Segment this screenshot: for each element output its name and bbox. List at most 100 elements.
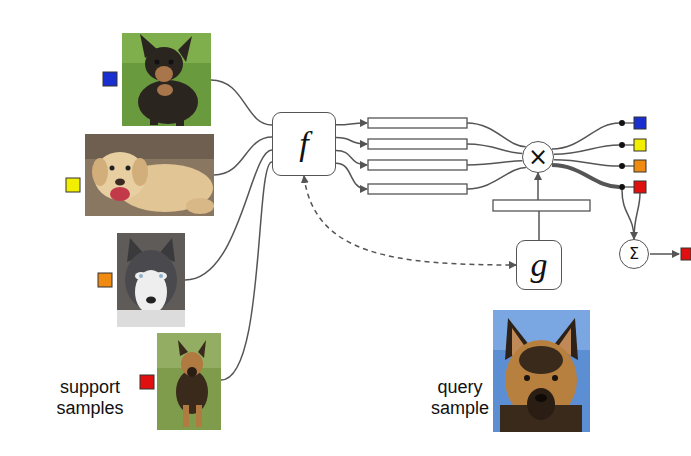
connector-path	[467, 144, 522, 153]
connector-path	[537, 173, 539, 200]
support-photo-1-part	[145, 47, 183, 81]
support-photo-3-part	[139, 274, 143, 278]
connector-path	[467, 161, 522, 165]
support-photo-3-part	[135, 270, 167, 314]
sum-circle: Σ	[619, 239, 649, 269]
support-photo-4-part	[187, 367, 197, 377]
support-photo-2	[85, 134, 214, 216]
connector-path	[304, 176, 516, 265]
query-photo-part	[552, 375, 558, 381]
support-photo-2-part	[85, 134, 214, 216]
class-swatch	[634, 181, 646, 193]
support-wires-part	[221, 162, 272, 380]
connector-path	[467, 167, 526, 189]
support-photo-2-part	[110, 166, 115, 171]
connector-path	[622, 190, 634, 239]
support-photo-2-part	[126, 166, 131, 171]
support-photo-2-part	[85, 134, 214, 159]
support-photo-4	[157, 333, 221, 430]
encoder-box: f	[272, 112, 336, 176]
support-photo-3-part	[159, 274, 163, 278]
output-dots-part	[619, 163, 625, 169]
support-photo-1-part	[155, 60, 160, 65]
support-photo-1-part	[150, 95, 158, 125]
query-photo-part	[519, 346, 563, 374]
class-swatch	[634, 139, 646, 151]
connector-path	[467, 123, 526, 147]
output-dots	[619, 120, 625, 190]
node-text: Σ	[629, 246, 639, 262]
support-photo-2-part	[115, 179, 125, 186]
support-embeddings-part	[368, 139, 467, 149]
support-photo-1-part	[138, 80, 198, 124]
class-swatch	[98, 273, 112, 287]
multiply-circle: ×	[522, 141, 554, 173]
connector	[538, 173, 539, 240]
node-text: ×	[528, 145, 548, 169]
support-photo-2-part	[186, 198, 214, 214]
support-photo-2-part	[110, 187, 130, 201]
support-embeddings-part	[368, 160, 467, 170]
class-swatch	[103, 72, 117, 86]
connector-path	[554, 145, 619, 154]
support-photo-2-part	[92, 158, 108, 186]
output-dots-part	[619, 120, 625, 126]
support-photo-1-part	[157, 84, 173, 96]
support-photo-2-part	[132, 158, 148, 186]
support-photo-4-part	[178, 340, 188, 356]
support-embeddings-part	[368, 118, 467, 128]
support-label: support samples	[38, 377, 142, 419]
output-wires-part	[625, 165, 634, 166]
support-photo-1-part	[176, 98, 184, 126]
query-photo-part	[535, 394, 547, 402]
support-photo-3	[117, 233, 185, 327]
connector	[304, 176, 516, 265]
class-swatch	[634, 117, 646, 129]
support-photo-1-part	[169, 60, 174, 65]
support-photo-3-part	[117, 310, 185, 327]
class-swatch	[66, 178, 80, 192]
connector-path	[336, 150, 367, 165]
output-dots-part	[619, 142, 625, 148]
connector	[552, 123, 640, 239]
support-photo-4-part	[183, 405, 189, 427]
support-photo-3-part	[155, 272, 167, 280]
support-photo-3-part	[146, 297, 156, 304]
query-photo-part	[493, 310, 590, 432]
support-photo-1-part	[122, 33, 211, 126]
encoder-box: g	[516, 240, 562, 290]
connector-path	[634, 193, 640, 239]
connector-path	[538, 211, 540, 240]
connector-path	[336, 138, 367, 144]
output-wires-part	[625, 186, 634, 187]
query-photo-part	[527, 388, 555, 420]
connector-path	[336, 163, 367, 189]
query-label: query sample	[420, 377, 500, 419]
connector	[336, 123, 526, 189]
support-photo-3-part	[117, 233, 185, 327]
support-embeddings-part	[368, 184, 467, 194]
output-wires-part	[625, 144, 634, 145]
class-swatch	[681, 248, 691, 260]
node-text: f	[299, 127, 308, 161]
connector-path	[336, 123, 367, 125]
support-wires-part	[211, 80, 272, 125]
support-photo-4-part	[181, 352, 203, 376]
support-embeddings	[368, 118, 467, 194]
query-embedding	[493, 200, 590, 211]
output-arrow	[650, 253, 679, 255]
connector-path	[552, 165, 619, 187]
support-photo-4-part	[157, 333, 221, 430]
support-photo-1-part	[155, 66, 173, 82]
support-photo-3-part	[135, 272, 147, 280]
query-photo-part	[524, 375, 530, 381]
node-text: g	[531, 248, 548, 282]
query-photo	[493, 310, 590, 432]
output-dots-part	[619, 184, 625, 190]
support-photo-4-part	[196, 405, 202, 427]
output-wires	[625, 123, 634, 187]
support-photo-1	[122, 33, 211, 126]
class-swatch	[634, 160, 646, 172]
output-wires-part	[625, 122, 634, 123]
class-swatch	[140, 375, 154, 389]
